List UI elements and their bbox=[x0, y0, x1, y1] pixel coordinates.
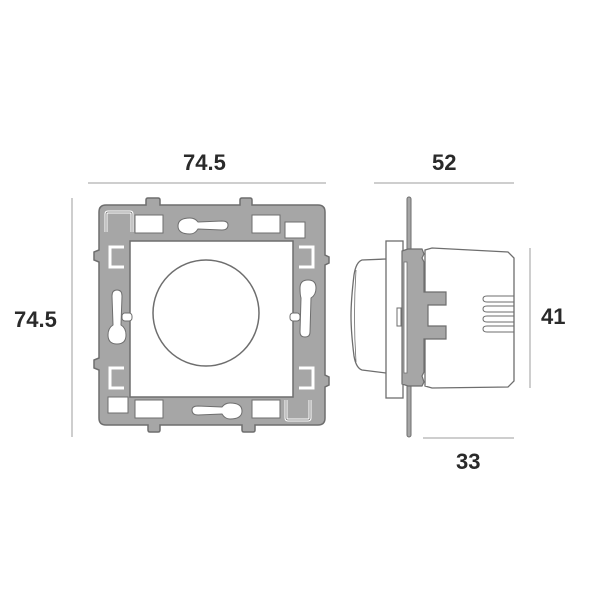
front-view bbox=[71, 182, 330, 437]
side-height-label: 41 bbox=[541, 304, 566, 329]
right-lower-bracket bbox=[299, 366, 315, 390]
front-height-label: 74.5 bbox=[14, 307, 57, 332]
side-depth-label: 52 bbox=[432, 150, 457, 175]
left-upper-bracket bbox=[108, 245, 124, 269]
front-width-label: 74.5 bbox=[183, 150, 226, 175]
rotary-knob bbox=[152, 259, 260, 367]
top-corner-slot bbox=[284, 221, 306, 239]
cover-plate-notch bbox=[396, 307, 402, 327]
top-left-clip-outline bbox=[105, 211, 133, 232]
knob-side-profile bbox=[350, 258, 387, 374]
knob-edge-line bbox=[354, 269, 357, 363]
side-view bbox=[350, 182, 531, 439]
bracket-inner-slot bbox=[403, 261, 408, 374]
right-keyhole-slot bbox=[299, 279, 317, 338]
module-body bbox=[424, 247, 515, 389]
terminal-ribs bbox=[482, 295, 514, 333]
top-left-slot bbox=[134, 214, 164, 234]
bottom-right-slot bbox=[251, 399, 281, 419]
right-plate-tab bbox=[289, 312, 301, 322]
left-keyhole-slot bbox=[107, 289, 127, 345]
bottom-keyhole-slot bbox=[191, 402, 243, 420]
side-rear-depth-label: 33 bbox=[456, 449, 481, 474]
bottom-corner-slot bbox=[107, 396, 129, 414]
right-upper-bracket bbox=[299, 245, 315, 269]
left-lower-bracket bbox=[108, 366, 124, 390]
left-plate-tab bbox=[121, 312, 133, 322]
bottom-right-clip-outline bbox=[285, 400, 311, 421]
bottom-left-slot bbox=[134, 399, 164, 419]
top-keyhole-slot bbox=[177, 217, 229, 235]
module-bracket bbox=[401, 248, 447, 387]
top-right-slot bbox=[251, 214, 281, 234]
